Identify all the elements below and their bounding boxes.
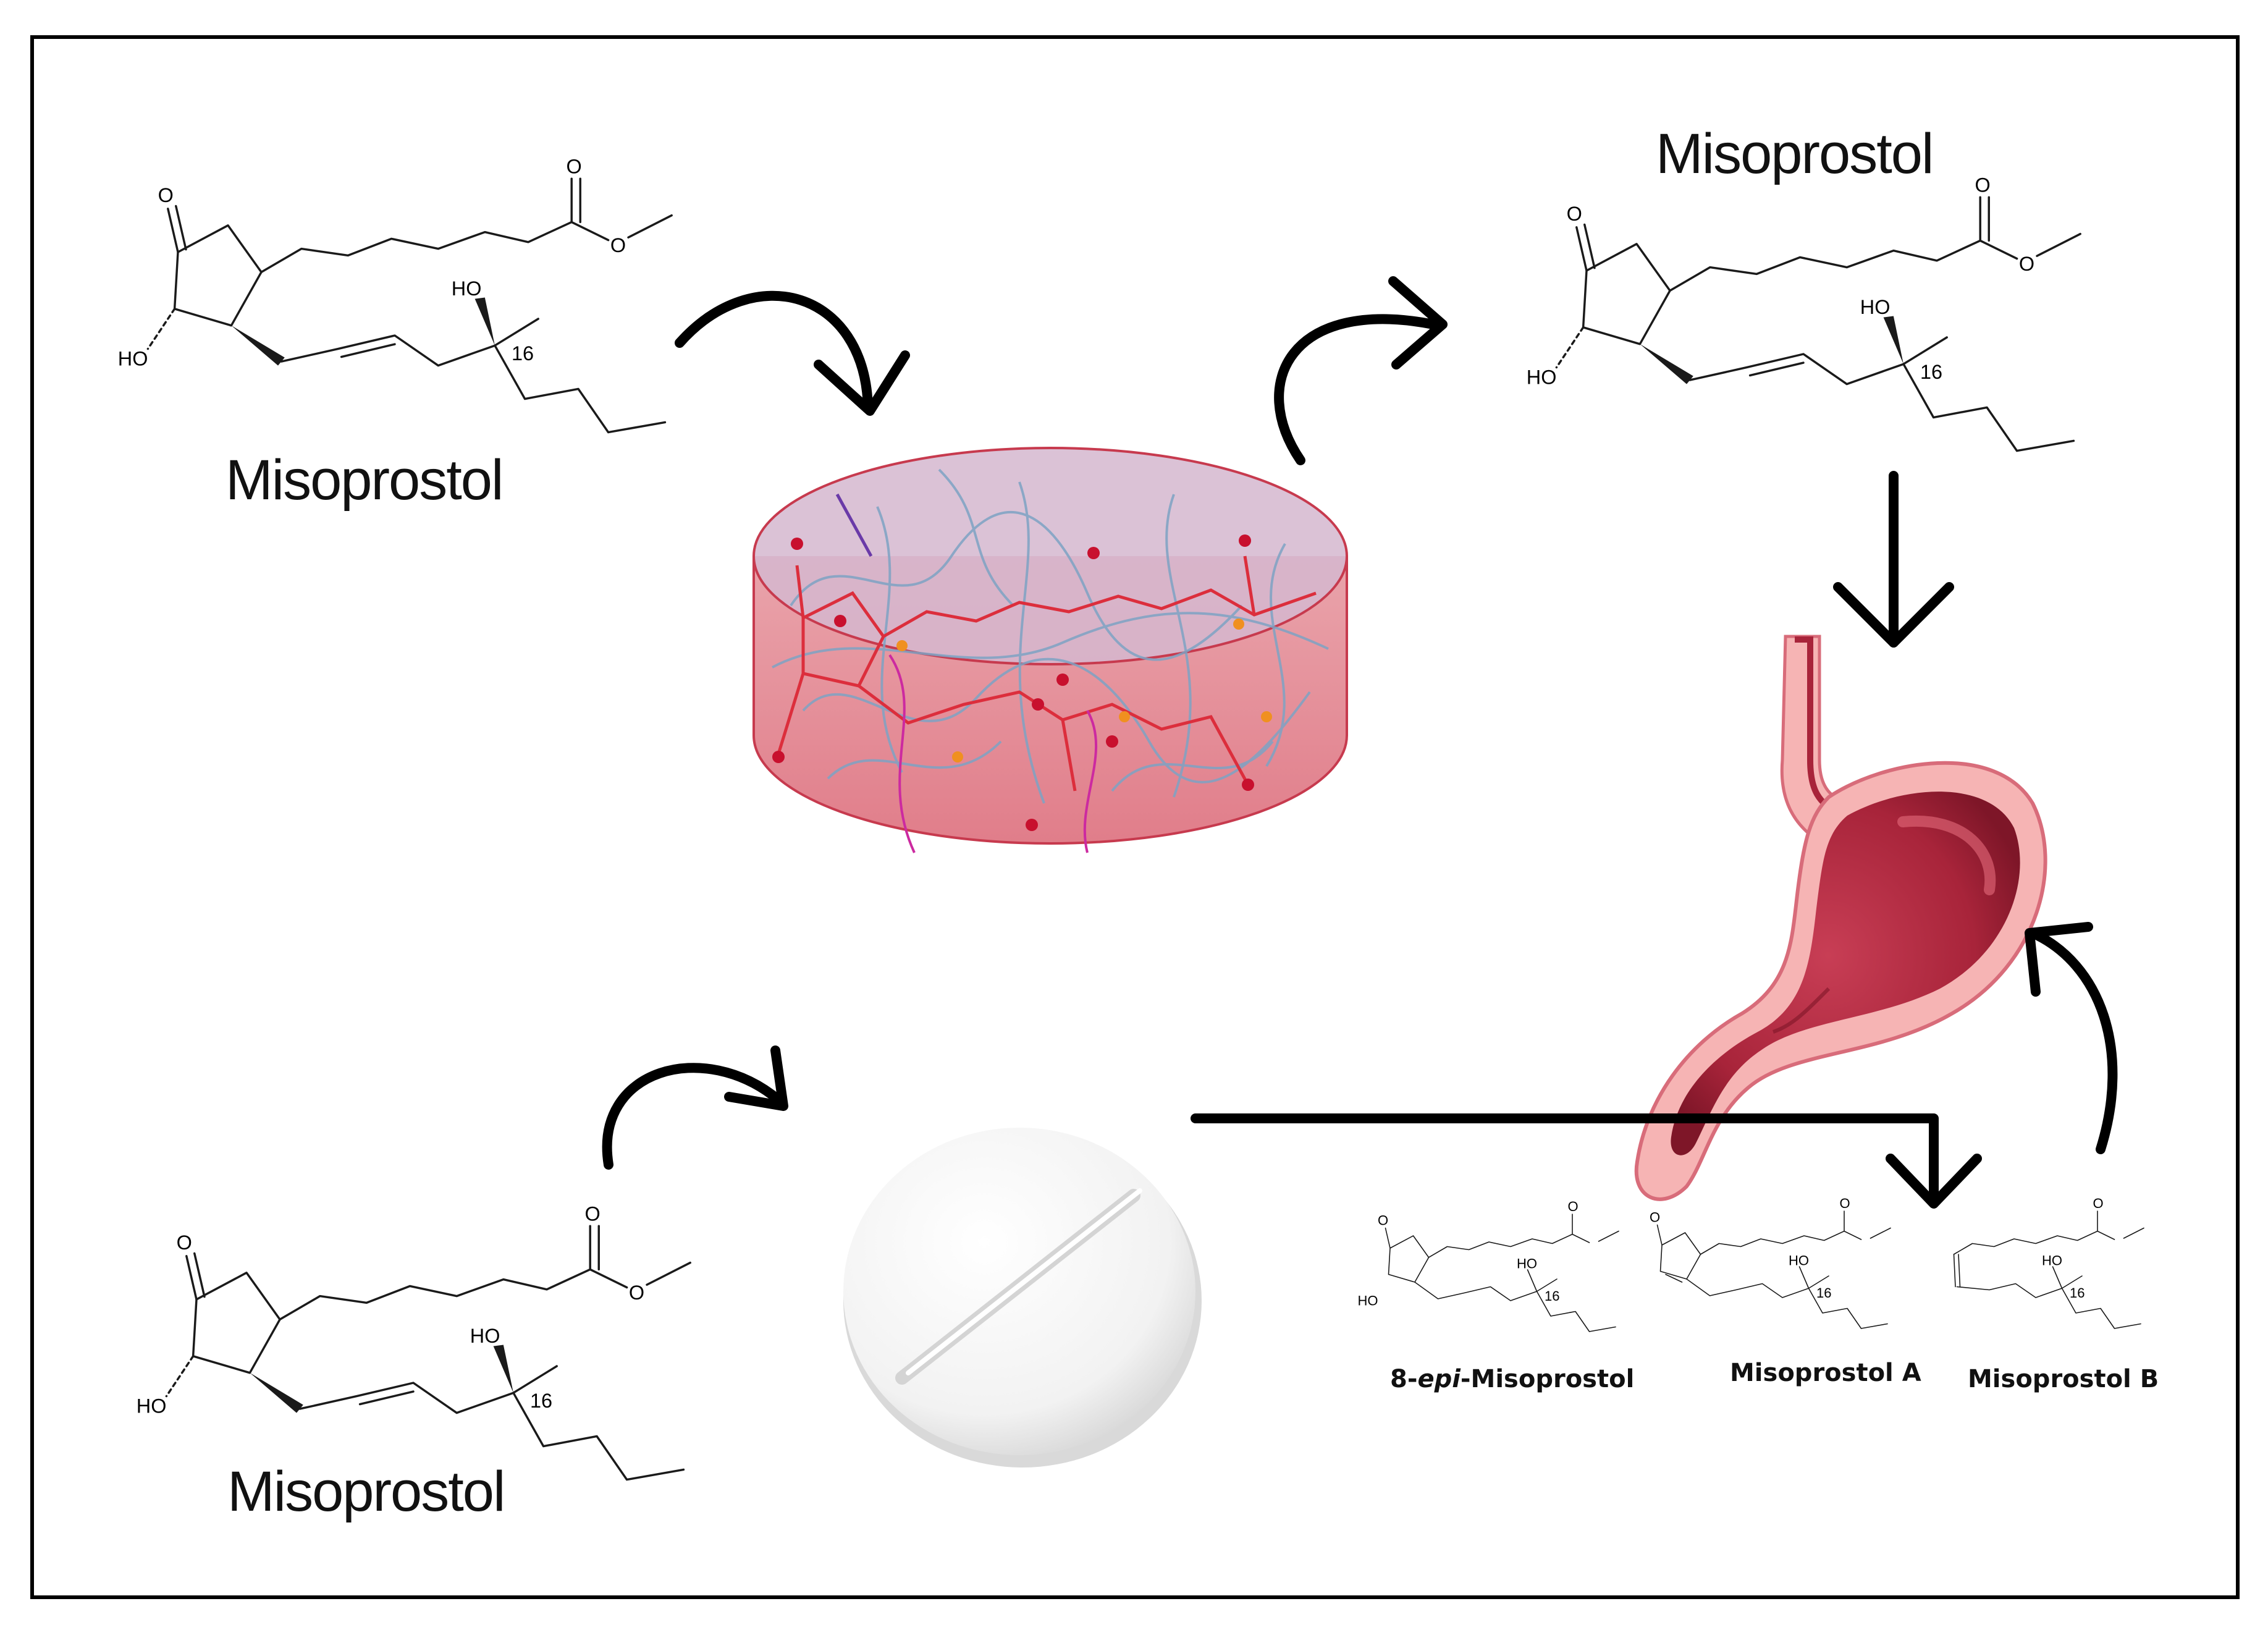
atom-ho-top: HO [1860, 296, 1891, 318]
atom-o-ester: O [567, 156, 582, 178]
figure-border [30, 35, 2240, 1599]
label-misoprostol-b: Misoprostol B [1968, 1365, 2159, 1393]
hydrogel-disc-icon [752, 447, 1348, 853]
atom-o-ester-2: O [2019, 253, 2034, 275]
label-misoprostol-top-left: Misoprostol [226, 449, 502, 512]
atom-o: O [1378, 1213, 1388, 1228]
atom-ho-left: HO [1527, 366, 1557, 389]
atom-o-ester: O [2093, 1196, 2104, 1211]
molecule-8-epi-misoprostol: O O HO HO 16 [1358, 1199, 1619, 1332]
atom-ho-left: HO [137, 1395, 167, 1417]
white-tablet-icon [843, 1128, 1202, 1467]
molecule-misoprostol-a: O O HO 16 [1650, 1196, 1891, 1329]
label-misoprostol-a: Misoprostol A [1730, 1359, 1921, 1387]
straight-arrow-icon-degradants [1191, 1113, 1982, 1209]
atom-16: 16 [1545, 1288, 1559, 1304]
atom-ho-top: HO [1517, 1256, 1537, 1272]
atom-o-ketone: O [1567, 203, 1582, 225]
molecule-misoprostol-b: O HO 16 [1953, 1196, 2144, 1329]
atom-o-ester: O [585, 1203, 601, 1225]
straight-arrow-icon-down [1833, 471, 1954, 648]
atom-o: O [1650, 1210, 1660, 1225]
atom-ho-left: HO [118, 348, 148, 370]
molecule-bottom-left: O O O HO HO 16 [137, 1203, 691, 1481]
atom-o-ester-2: O [610, 234, 626, 256]
atom-o-ester: O [1568, 1199, 1579, 1214]
atom-ho-top: HO [470, 1325, 500, 1347]
curved-arrow-icon [675, 290, 910, 416]
curved-arrow-icon-tablet [602, 1045, 788, 1170]
atom-o-ketone: O [177, 1231, 192, 1254]
curved-arrow-icon-degradants [2025, 922, 2118, 1154]
curved-arrow-icon-release [1274, 276, 1448, 465]
molecule-top-right: O O O HO HO 16 [1527, 174, 2081, 452]
atom-ho-top: HO [1789, 1253, 1809, 1269]
atom-ho-top: HO [452, 277, 482, 300]
atom-o-ester-2: O [629, 1282, 644, 1304]
atom-position-16: 16 [530, 1390, 552, 1412]
molecule-top-left: O O O HO HO 16 [118, 156, 673, 434]
atom-o-ester: O [1975, 174, 1991, 196]
label-misoprostol-bottom-left: Misoprostol [227, 1460, 504, 1523]
atom-ho-top: HO [2042, 1253, 2062, 1269]
atom-position-16: 16 [1920, 361, 1942, 383]
label-8-epi-misoprostol: 8-epi-Misoprostol [1390, 1365, 1634, 1393]
atom-o-ketone: O [158, 184, 174, 206]
stomach-icon [1634, 635, 2047, 1201]
atom-ho: HO [1358, 1293, 1378, 1309]
atom-16: 16 [2070, 1285, 2085, 1301]
atom-position-16: 16 [512, 342, 534, 365]
atom-16: 16 [1816, 1285, 1831, 1301]
label-misoprostol-top-right: Misoprostol [1656, 122, 1933, 185]
atom-o-ester: O [1840, 1196, 1850, 1211]
